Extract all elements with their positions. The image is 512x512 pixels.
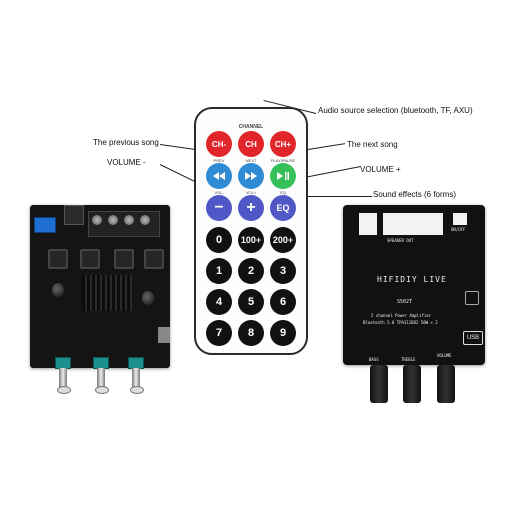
heatsink	[82, 275, 132, 311]
ch-plus-button[interactable]: CH+	[270, 131, 296, 157]
num-9-button[interactable]: 9	[270, 320, 296, 346]
num-3-button[interactable]: 3	[270, 258, 296, 284]
label-next: NEXT	[245, 158, 257, 163]
label-eq: EQ	[280, 190, 286, 195]
bluetooth-icon	[465, 291, 479, 305]
capacitor	[142, 291, 154, 305]
volume-down-button[interactable]: −	[206, 195, 232, 221]
annotation-effects: Sound effects (6 forms)	[373, 190, 456, 199]
num-8-button[interactable]: 8	[238, 320, 264, 346]
knob-ring	[130, 386, 144, 394]
num-6-button[interactable]: 6	[270, 289, 296, 315]
eq-button[interactable]: EQ	[270, 195, 296, 221]
usb-port[interactable]: USB	[463, 331, 483, 345]
dc-jack	[64, 205, 84, 225]
num-7-button[interactable]: 7	[206, 320, 232, 346]
next-icon	[245, 172, 257, 180]
knob-label-bass: BASS	[369, 357, 379, 362]
knob-shaft[interactable]	[97, 368, 105, 388]
num-200-plus-button[interactable]: 200+	[270, 227, 296, 253]
remote-control: CHANNEL CH- CH CH+ PREV NEXT PLAY/PAUSE …	[194, 107, 308, 355]
play-pause-icon	[277, 172, 289, 180]
screw-icon	[108, 215, 118, 225]
next-button[interactable]	[238, 163, 264, 189]
num-0-button[interactable]: 0	[206, 227, 232, 253]
power-terminal	[34, 217, 56, 233]
switch-label: ON/OFF	[451, 227, 466, 232]
prev-icon	[213, 172, 225, 180]
channel-header: CHANNEL	[238, 124, 264, 130]
volume-up-button[interactable]: +	[238, 195, 264, 221]
label-play-pause: PLAY/PAUSE	[270, 158, 296, 163]
left-amplifier-board	[30, 205, 170, 369]
annotation-source: Audio source selection (bluetooth, TF, A…	[318, 106, 473, 115]
power-switch[interactable]	[453, 213, 467, 225]
bass-knob[interactable]	[370, 365, 388, 403]
screw-icon	[140, 215, 150, 225]
num-100-plus-button[interactable]: 100+	[238, 227, 264, 253]
inductor	[114, 249, 134, 269]
num-5-button[interactable]: 5	[238, 289, 264, 315]
volume-knob[interactable]	[437, 365, 455, 403]
annotation-next: The next song	[347, 140, 398, 149]
pointer-line-effects	[292, 196, 372, 197]
label-vol-plus: VOL+	[245, 190, 257, 195]
knob-label-volume: VOLUME	[437, 353, 452, 358]
treble-knob[interactable]	[403, 365, 421, 403]
right-amplifier-case: SPEAKER OUT ON/OFF HIFIDIY LIVE S502T 2 …	[343, 205, 485, 365]
inductor	[80, 249, 100, 269]
play-pause-button[interactable]	[270, 163, 296, 189]
usb-label: USB	[466, 335, 480, 341]
desc-line-1: 2 channel Power Amplifier	[371, 313, 432, 318]
knob-shaft[interactable]	[132, 368, 140, 388]
usb-port	[158, 327, 170, 343]
capacitor	[52, 283, 64, 297]
num-1-button[interactable]: 1	[206, 258, 232, 284]
inductor	[48, 249, 68, 269]
model-label: S502T	[397, 299, 413, 305]
label-vol-minus: VOL-	[214, 190, 224, 195]
annotation-vol-minus: VOLUME -	[107, 158, 146, 167]
screw-icon	[124, 215, 134, 225]
desc-line-2: Bluetooth 5.0 TPA3116D2 50W × 2	[363, 320, 438, 325]
inductor	[144, 249, 164, 269]
knob-ring	[95, 386, 109, 394]
speaker-terminal	[383, 213, 443, 235]
num-2-button[interactable]: 2	[238, 258, 264, 284]
label-prev: PREV	[213, 158, 225, 163]
annotation-vol-plus: VOLUME +	[360, 165, 401, 174]
num-4-button[interactable]: 4	[206, 289, 232, 315]
speaker-out-label: SPEAKER OUT	[387, 238, 414, 243]
prev-button[interactable]	[206, 163, 232, 189]
screw-icon	[92, 215, 102, 225]
knob-ring	[57, 386, 71, 394]
ch-minus-button[interactable]: CH-	[206, 131, 232, 157]
knob-label-treble: TREBLE	[401, 357, 416, 362]
brand-title: HIFIDIY LIVE	[377, 275, 447, 284]
ch-button[interactable]: CH	[238, 131, 264, 157]
knob-shaft[interactable]	[59, 368, 67, 388]
dc-terminal	[359, 213, 377, 235]
annotation-previous: The previous song	[93, 138, 159, 147]
